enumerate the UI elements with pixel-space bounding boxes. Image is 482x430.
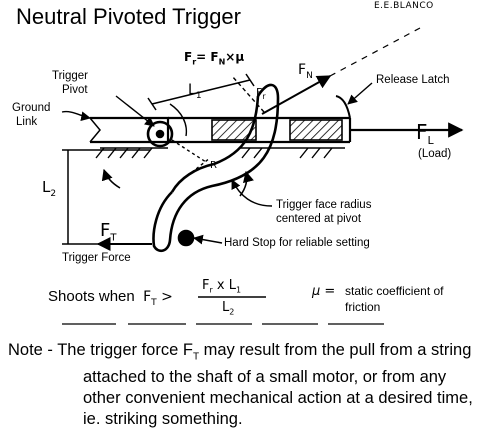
label-centered-pivot: centered at pivot [276,213,362,225]
label-fn: FN [298,62,313,81]
label-ground-link-1: Ground [12,102,51,114]
label-trigger-pivot-2: Pivot [62,84,88,96]
label-trigger-pivot-1: Trigger [52,70,88,82]
release-latch-bar [168,95,464,159]
label-trigger-force: Trigger Force [62,252,131,264]
leader-lines [61,82,373,245]
author-stamp: E.E.BLANCO [374,1,434,11]
formula-numerator: Fr x L1 [202,278,242,295]
label-hard-stop: Hard Stop for reliable setting [224,237,370,249]
note-prefix: Note - [8,341,58,359]
formula-denominator: L2 [222,300,235,317]
label-l1: L1 [188,82,202,101]
ground-link [89,116,170,159]
note-paragraph: Note - The trigger force FT may result f… [8,341,473,429]
label-fr-equation: Fr= FN×μ [184,50,245,67]
formula-shoots-when: Shoots when FT > [48,288,173,308]
label-load-text: (Load) [418,148,452,160]
label-release-latch: Release Latch [376,74,450,86]
label-ground-link-2: Link [16,116,38,128]
label-l2: L2 [42,178,57,199]
formula-mu-symbol: μ = [312,284,336,299]
label-fr: Fr [256,86,266,102]
formula-mu-definition: static coefficient of friction [345,284,444,314]
trigger-lever [146,83,280,253]
page-title: Neutral Pivoted Trigger [16,4,241,29]
label-ft-symbol: FT [100,220,117,244]
force-arrows [96,27,421,251]
label-load-symbol: FL [416,120,434,147]
label-radius: R [210,160,217,171]
label-trigger-face: Trigger face radius [276,199,372,211]
